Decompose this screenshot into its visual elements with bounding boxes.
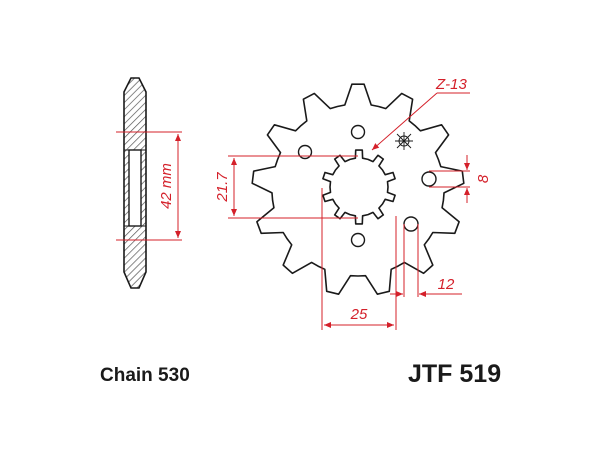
spline-label: 21.7 <box>214 172 231 203</box>
bore-width-label: 25 <box>350 306 368 323</box>
bore-width-dimension: 25 <box>321 188 397 330</box>
bolt-hole-lower-right <box>403 216 419 232</box>
side-profile <box>123 77 147 289</box>
bolt-hole-bottom <box>350 232 366 248</box>
bolt-hole-top <box>350 124 366 140</box>
tooth-count-label: Z-13 <box>435 76 468 93</box>
hole-offset-label: 12 <box>438 276 455 293</box>
manufacturer-mark-icon <box>395 132 413 150</box>
bolt-hole-left <box>297 144 313 160</box>
height-label: 42 mm <box>158 163 175 209</box>
spline-dimension: 21.7 <box>214 155 358 219</box>
bolt-hole-dimension: 8 <box>429 155 492 203</box>
spline-bore <box>322 149 396 225</box>
bolt-hole-label: 8 <box>475 174 492 183</box>
tooth-count-callout: Z-13 <box>371 76 470 151</box>
sprocket-front-view <box>251 83 465 295</box>
side-profile-hub <box>128 149 142 227</box>
chain-size-caption: Chain 530 <box>100 365 190 386</box>
bolt-hole-right <box>421 171 437 187</box>
height-dimension: 42 mm <box>116 131 182 241</box>
hole-offset-dimension: 12 <box>390 224 462 297</box>
part-number-caption: JTF 519 <box>408 360 502 388</box>
